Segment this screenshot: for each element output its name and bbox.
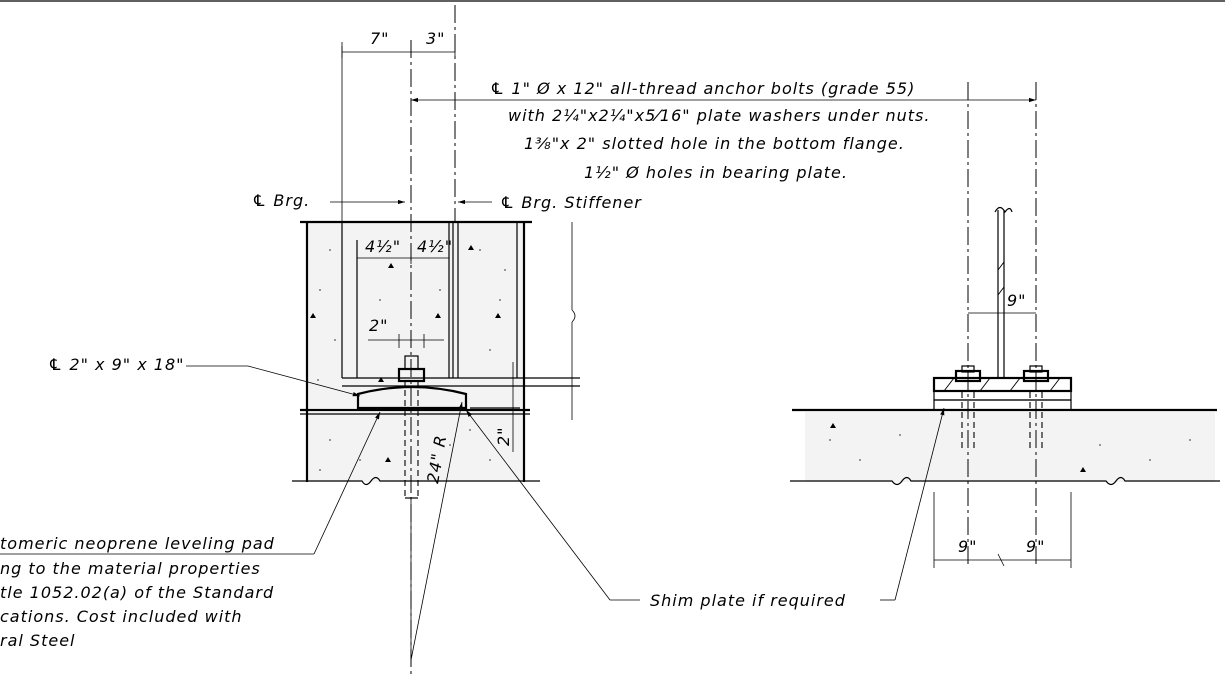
right-web-break xyxy=(994,206,1013,214)
dim-4half-left-label: 4½" xyxy=(365,237,401,256)
dim-3-label: 3" xyxy=(426,29,446,48)
right-section-view: 9" 9" 9" xyxy=(790,82,1220,601)
right-ext-break xyxy=(571,309,576,323)
cl-stiffener-label: ℄ Brg. Stiffener xyxy=(500,193,642,212)
dim-2-vert-label: 2" xyxy=(494,426,513,446)
dim-9-left-label: 9" xyxy=(958,537,978,556)
anchor-bolt-note: ℄ 1" Ø x 12" all-thread anchor bolts (gr… xyxy=(411,79,1036,182)
dim-2-horiz-label: 2" xyxy=(369,316,389,335)
dim-9-right-label: 9" xyxy=(1026,537,1046,556)
right-pad xyxy=(933,399,1072,411)
pad-note-line1: tomeric neoprene leveling pad xyxy=(0,534,275,553)
dim-7-label: 7" xyxy=(370,29,390,48)
radius-leader xyxy=(410,401,463,661)
left-elevation-view: 7" 3" 4½" 4½" 2" 2" 24" R ℄ Brg. ℄ Brg. … xyxy=(0,5,642,678)
concrete-aggregate-marks xyxy=(310,245,506,471)
right-bearing-plate xyxy=(933,390,1072,401)
anchor-note-line2: with 2¼"x2¼"x5⁄16" plate washers under n… xyxy=(508,106,930,125)
anchor-note-line1: ℄ 1" Ø x 12" all-thread anchor bolts (gr… xyxy=(490,79,915,98)
right-pier-bottom xyxy=(790,476,1220,486)
pad-note-line3: tle 1052.02(a) of the Standard xyxy=(0,583,274,602)
right-concrete-fill xyxy=(805,412,1215,482)
lower-concrete-fill xyxy=(307,412,524,482)
plate-leader xyxy=(247,365,361,397)
bearing-plate xyxy=(356,385,468,410)
anchor-note-line3: 1⅜"x 2" slotted hole in the bottom flang… xyxy=(524,134,905,153)
anchor-note-line4: 1½" Ø holes in bearing plate. xyxy=(584,163,848,182)
cl-brg-label: ℄ Brg. xyxy=(252,191,310,210)
plate-label: ℄ 2" x 9" x 18" xyxy=(48,355,185,374)
pad-note-line2: ng to the material properties xyxy=(0,559,261,578)
shim-leader-right xyxy=(894,407,945,601)
dim-9-web-label: 9" xyxy=(1007,291,1027,310)
upper-concrete-fill xyxy=(307,222,524,408)
dim-4half-right-label: 4½" xyxy=(417,237,453,256)
tick xyxy=(997,553,1005,567)
shim-label: Shim plate if required xyxy=(650,591,846,610)
right-flange xyxy=(932,376,1073,393)
right-concrete-aggregate xyxy=(829,423,1191,472)
flange-hatch xyxy=(943,377,1061,392)
pad-note-line4: cations. Cost included with xyxy=(0,607,243,626)
pier-bottom-line xyxy=(292,476,540,486)
web-weld xyxy=(997,261,1005,271)
pad-leader xyxy=(313,411,381,555)
shim-leader xyxy=(465,409,611,601)
pad-note-line5: ral Steel xyxy=(0,631,75,650)
web-weld xyxy=(997,286,1005,296)
